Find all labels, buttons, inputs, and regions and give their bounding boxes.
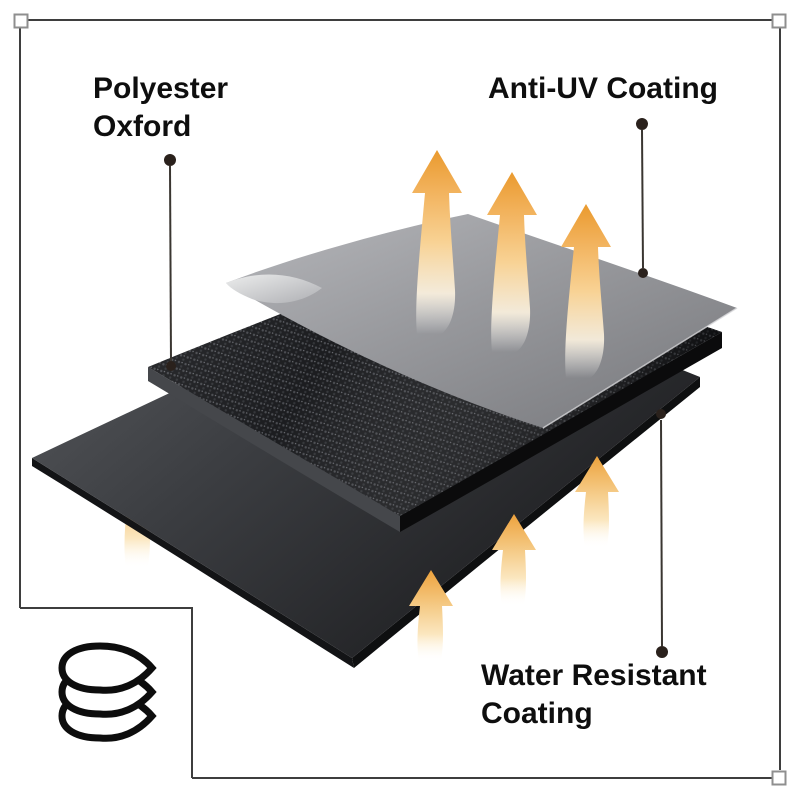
uv-arrow-1 bbox=[412, 150, 462, 334]
vapor-arrow-3 bbox=[492, 514, 536, 606]
label-polyester-oxford: Polyester Oxford bbox=[93, 70, 228, 146]
connectors bbox=[169, 129, 663, 647]
label-water-resistant-coating: Water Resistant Coating bbox=[481, 657, 707, 733]
connector-dots bbox=[164, 118, 668, 658]
label-water-line2: Coating bbox=[481, 697, 593, 730]
corner-square-top-left bbox=[13, 13, 29, 29]
layers-icon bbox=[58, 642, 157, 742]
frame bbox=[19, 19, 781, 779]
uv-arrow-3 bbox=[561, 204, 611, 378]
label-polyester-line1: Polyester bbox=[93, 72, 229, 105]
vapor-arrow-4 bbox=[575, 456, 619, 548]
frame-corner-squares bbox=[13, 13, 787, 786]
uv-arrow-2 bbox=[487, 172, 537, 352]
film-curl-highlight bbox=[226, 274, 322, 304]
layer-anti-uv-film bbox=[226, 214, 738, 429]
label-anti-uv-coating: Anti-UV Coating bbox=[488, 70, 718, 108]
label-water-line1: Water Resistant bbox=[481, 659, 707, 692]
vapor-arrow-2 bbox=[409, 570, 453, 662]
label-polyester-line2: Oxford bbox=[93, 110, 192, 143]
corner-square-top-right bbox=[771, 13, 787, 29]
water-connector-line bbox=[660, 419, 663, 647]
label-antiuv-line1: Anti-UV Coating bbox=[488, 72, 718, 105]
corner-square-bottom-right bbox=[771, 770, 787, 786]
polyester-connector-line bbox=[169, 165, 172, 363]
frame-notch bbox=[20, 607, 193, 778]
antiuv-connector-line bbox=[641, 129, 644, 269]
